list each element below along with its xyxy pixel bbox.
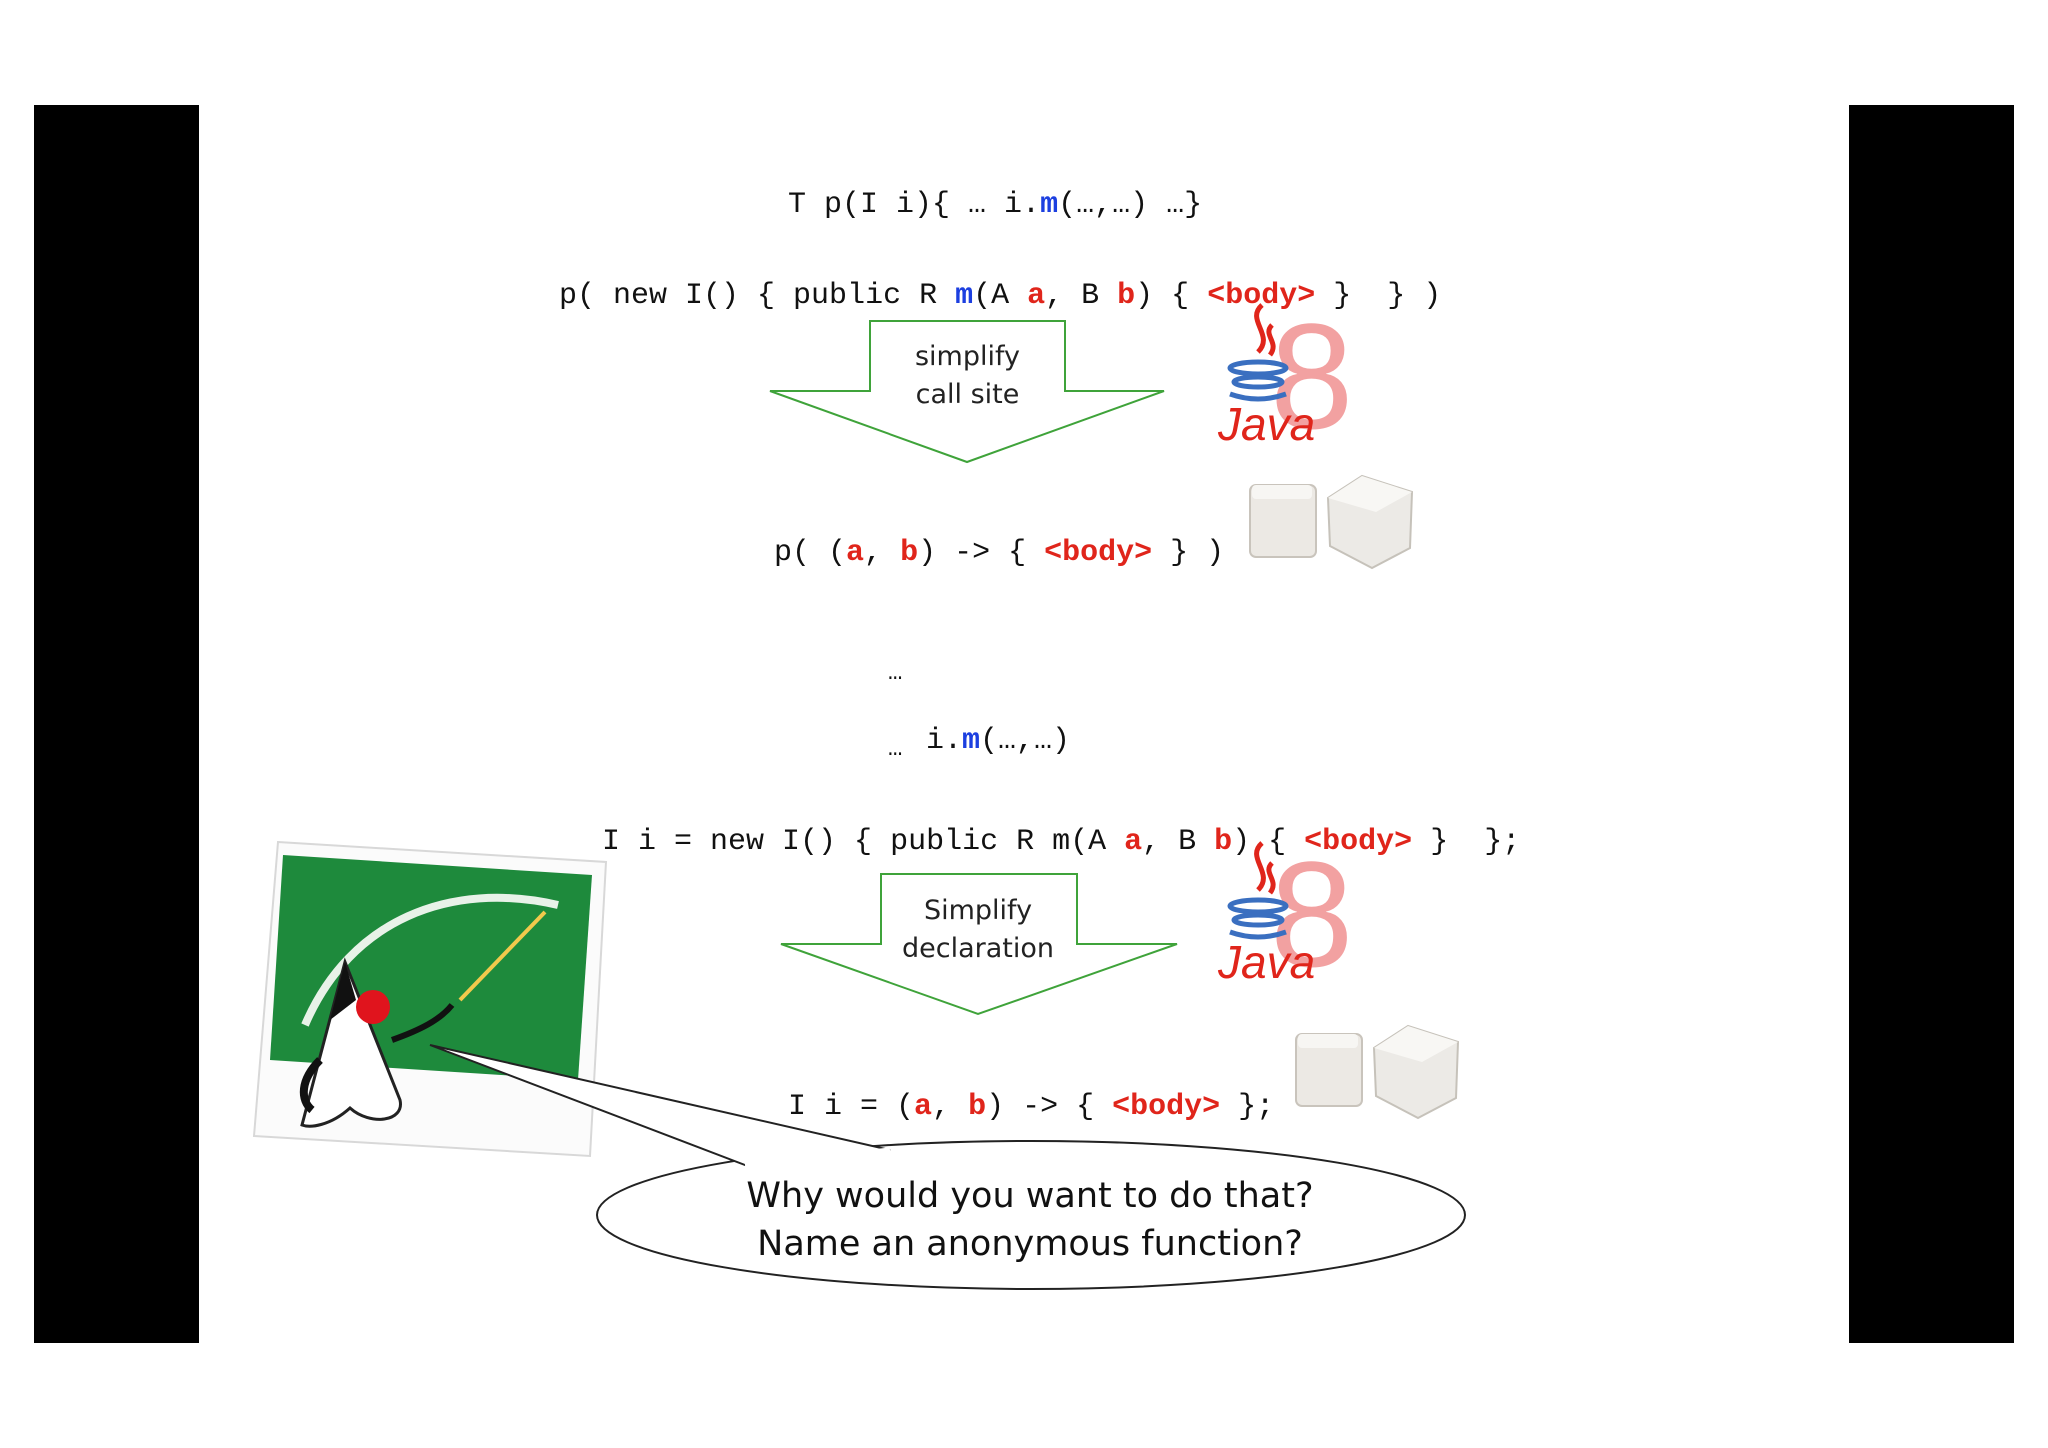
code-text: (…,…) …}	[1058, 188, 1203, 222]
code-text: } } )	[1315, 279, 1442, 313]
code-line-method-call: i.m(…,…)	[890, 696, 1070, 756]
arrow-label-line: simplify	[914, 341, 1021, 372]
code-line-lambda-call: p( (a, b) -> { <body> } )	[738, 508, 1224, 568]
code-text: } };	[1412, 825, 1521, 859]
code-text: , B	[1142, 825, 1215, 859]
arrow-label-line: declaration	[901, 933, 1054, 964]
svg-text:8: 8	[1270, 292, 1353, 460]
code-text: (A	[973, 279, 1028, 313]
code-text: ,	[864, 536, 901, 570]
param-a: a	[1124, 825, 1143, 859]
right-letterbox-bar	[1849, 105, 2014, 1343]
code-line-anonymous-class-call: p( new I() { public R m(A a, B b) { <bod…	[523, 251, 1441, 311]
code-dots-bottom: …	[888, 736, 903, 763]
code-text: ) -> {	[918, 536, 1045, 570]
param-b: b	[968, 1090, 987, 1124]
code-text: ) -> {	[986, 1090, 1113, 1124]
code-dots-top: …	[888, 660, 903, 687]
method-name: m	[1040, 188, 1059, 222]
code-text: ) {	[1135, 279, 1208, 313]
sugar-cubes-icon	[1249, 474, 1414, 570]
body-placeholder: <body>	[1304, 825, 1413, 859]
body-placeholder: <body>	[1112, 1090, 1221, 1124]
param-b: b	[1117, 279, 1136, 313]
code-text: I i = (	[788, 1090, 915, 1124]
code-text: p( new I() { public R	[559, 279, 956, 313]
left-letterbox-bar	[34, 105, 199, 1343]
code-text: p( (	[774, 536, 847, 570]
speech-bubble	[429, 1044, 1466, 1290]
svg-text:Java: Java	[1217, 398, 1315, 450]
svg-text:Java: Java	[1217, 936, 1315, 988]
code-text: T p(I i){ … i.	[788, 188, 1041, 222]
svg-text:8: 8	[1270, 830, 1353, 998]
sugar-cubes-icon	[1295, 1024, 1460, 1120]
code-line-lambda-declaration: I i = (a, b) -> { <body> };	[752, 1062, 1274, 1122]
code-text: , B	[1045, 279, 1118, 313]
code-text: ) {	[1232, 825, 1305, 859]
param-a: a	[914, 1090, 933, 1124]
body-placeholder: <body>	[1044, 536, 1153, 570]
down-arrow-call-site	[769, 320, 1165, 464]
code-text: };	[1220, 1090, 1275, 1124]
code-text: i.	[926, 724, 963, 758]
down-arrow-declaration	[780, 873, 1178, 1016]
param-b: b	[1214, 825, 1233, 859]
arrow-label-line: call site	[915, 379, 1020, 410]
code-text: ,	[932, 1090, 969, 1124]
bubble-line: Why would you want to do that?	[746, 1176, 1314, 1216]
code-text: } )	[1152, 536, 1225, 570]
param-b: b	[900, 536, 919, 570]
param-a: a	[846, 536, 865, 570]
arrow-label-simplify-call-site: simplify call site	[880, 338, 1055, 414]
arrow-label-simplify-declaration: Simplify declaration	[882, 892, 1074, 968]
method-name: m	[955, 279, 974, 313]
java8-logo-icon: 8 Java	[1217, 830, 1353, 998]
arrow-label-line: Simplify	[923, 895, 1033, 926]
code-text: I i = new I() { public R m(A	[602, 825, 1125, 859]
code-line-interface-signature: T p(I i){ … i.m(…,…) …}	[752, 160, 1202, 220]
code-text: (…,…)	[980, 724, 1071, 758]
java8-logo-icon: 8 Java	[1217, 292, 1353, 460]
speech-bubble-text: Why would you want to do that? Name an a…	[640, 1172, 1420, 1268]
param-a: a	[1027, 279, 1046, 313]
code-line-anonymous-class-declaration: I i = new I() { public R m(A a, B b) { <…	[566, 797, 1520, 857]
bubble-line: Name an anonymous function?	[757, 1224, 1303, 1264]
duke-chalkboard-illustration	[252, 840, 608, 1158]
method-name: m	[962, 724, 981, 758]
